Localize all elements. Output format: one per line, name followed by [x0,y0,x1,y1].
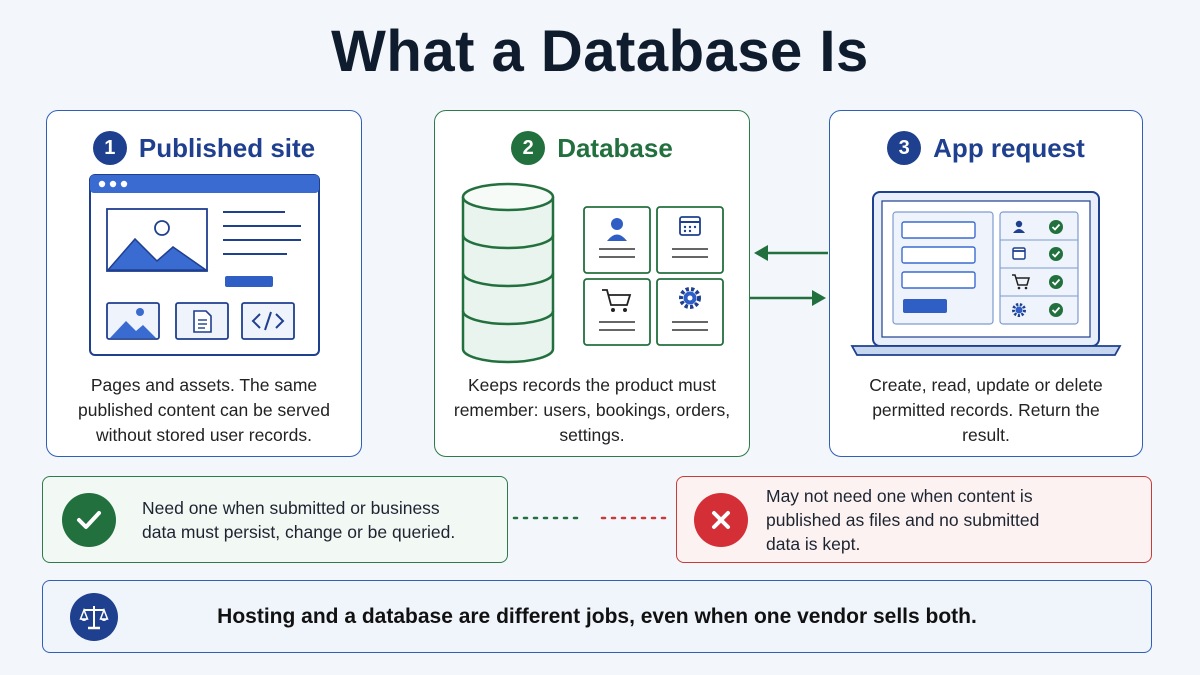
page-title: What a Database Is [331,19,869,84]
panel-published-site: 1 Published site [46,110,362,457]
arrow-right-icon [750,290,826,306]
step-number-badge: 2 [511,131,546,165]
panel-header: 3 App request [830,131,1142,165]
cart-icon [1012,274,1030,290]
document-icon [175,302,229,340]
image-icon [106,208,209,272]
gear-icon [1012,303,1026,317]
laptop-icon [850,191,1122,356]
red-dotted-connector [600,516,672,520]
gear-icon [656,278,724,346]
no-database-box: May not need one when content is publish… [676,476,1152,563]
image-icon [106,302,160,340]
browser-window-icon [89,174,320,356]
check-icon [62,492,116,547]
panel-title: Published site [138,132,316,163]
scales-icon [70,592,118,641]
no-database-text: May not need one when content is publish… [766,485,1040,554]
panel-header: 2 Database [435,131,749,165]
panel-description: Create, read, update or delete permitted… [869,375,1103,445]
panel-title: App request [933,132,1085,163]
panel-description: Pages and assets. The same published con… [78,375,330,445]
database-illustration [461,182,724,364]
code-icon [241,302,295,340]
need-database-text: Need one when submitted or business data… [142,497,456,542]
panel-title: Database [557,132,673,163]
database-cylinder-icon [461,182,555,364]
footer-text: Hosting and a database are different job… [217,604,977,628]
cart-icon [583,278,651,346]
arrow-left-icon [754,245,828,261]
panel-description: Keeps records the product must remember:… [453,375,731,445]
check-icon [1049,220,1063,317]
step-number-badge: 3 [887,131,922,165]
calendar-icon [656,206,724,274]
need-database-box: Need one when submitted or business data… [42,476,508,563]
user-icon [583,206,651,274]
footer-note: Hosting and a database are different job… [42,580,1152,653]
panel-database: 2 Database [434,110,750,457]
step-number-badge: 1 [92,131,127,165]
calendar-icon [1012,247,1026,260]
panel-app-request: 3 App request [829,110,1143,457]
panel-header: 1 Published site [47,131,361,165]
user-icon [1013,220,1025,233]
x-icon [694,492,748,547]
request-arrows [750,245,828,306]
green-dotted-connector [512,516,584,520]
